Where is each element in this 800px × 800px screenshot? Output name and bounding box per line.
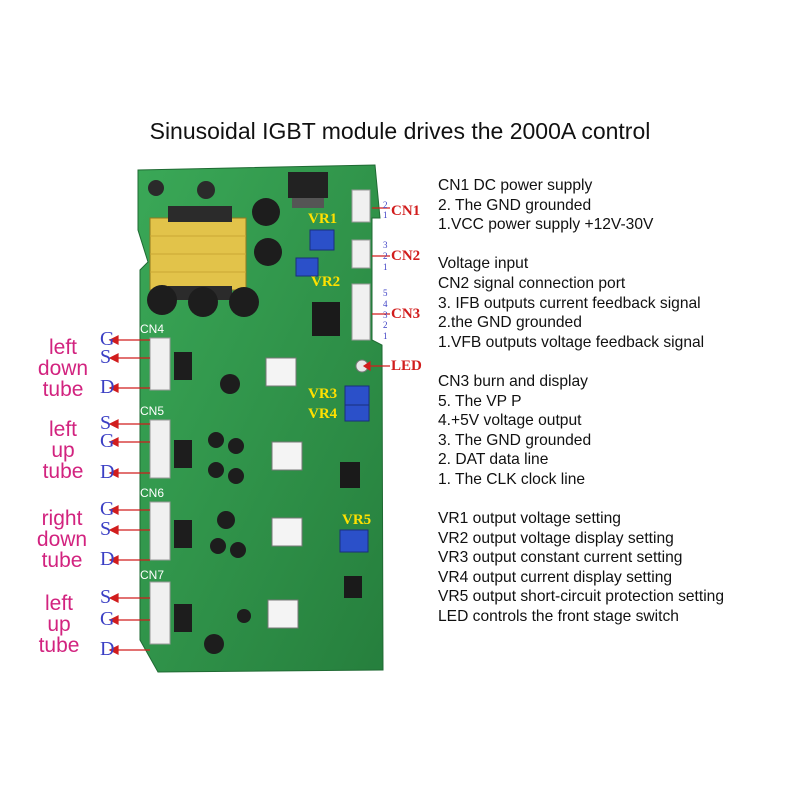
vr3-label: VR3 [308, 386, 338, 402]
pin-letter: D [100, 376, 115, 398]
vr1-label: VR1 [308, 211, 338, 227]
description-panel: CN1 DC power supply 2. The GND grounded … [438, 176, 724, 627]
cn1-connector [351, 189, 371, 223]
vr1-trimmer [309, 229, 335, 251]
description-line: 4.+5V voltage output [438, 412, 582, 430]
description-line: 1.VFB outputs voltage feedback signal [438, 333, 705, 351]
pin-letter: S [100, 412, 112, 434]
cn3-pin-4: 4 [383, 299, 388, 309]
description-line: VR2 output voltage display setting [438, 529, 674, 547]
description-line: 3. The GND grounded [438, 431, 592, 449]
description-line: 2. DAT data line [438, 451, 549, 469]
description-line: 2.the GND grounded [438, 314, 582, 332]
cn5-connector [149, 419, 171, 479]
description-line: CN1 DC power supply [438, 177, 593, 194]
cn2-description: Voltage input CN2 signal connection port… [438, 254, 724, 352]
led-label: LED [391, 358, 422, 374]
cn3-pin-1: 1 [383, 331, 388, 341]
cn7-connector [149, 581, 171, 645]
description-line: LED controls the front stage switch [438, 608, 679, 626]
vr-description: VR1 output voltage setting VR2 output vo… [438, 509, 724, 627]
cn1-pin-2: 2 [383, 200, 388, 210]
description-line: CN2 signal connection port [438, 274, 626, 292]
cn4-label: CN4 [140, 322, 165, 336]
vr5-trimmer [339, 529, 369, 553]
vr2-label: VR2 [311, 274, 341, 290]
cn5-label: CN5 [140, 404, 165, 418]
cn2-pin-3: 3 [383, 240, 388, 250]
cn1-label: CN1 [391, 203, 421, 219]
cn3-pin-5: 5 [383, 288, 388, 298]
cn1-description: CN1 DC power supply 2. The GND grounded … [438, 176, 724, 235]
optocoupler [265, 357, 297, 387]
pin-letter: G [100, 608, 115, 630]
pin-letter: S [100, 346, 112, 368]
cn3-label: CN3 [391, 306, 421, 322]
description-line: VR4 output current display setting [438, 568, 673, 586]
page-title: Sinusoidal IGBT module drives the 2000A … [149, 118, 651, 144]
pin-letter: G [100, 498, 115, 520]
pin-letter: S [100, 586, 112, 608]
cn4-connector [149, 337, 171, 391]
description-line: VR1 output voltage setting [438, 510, 621, 528]
vr5-label: VR5 [342, 512, 372, 528]
cn3-connector [351, 283, 371, 341]
description-line: 2. The GND grounded [438, 196, 592, 214]
cn3-description: CN3 burn and display 5. The VP P 4.+5V v… [438, 372, 724, 490]
pin-letter: D [100, 548, 115, 570]
description-line: 1.VCC power supply +12V-30V [438, 216, 654, 234]
pin-letter: D [100, 638, 115, 660]
description-line: 5. The VP P [438, 392, 522, 410]
pin-letter: S [100, 518, 112, 540]
description-line: Voltage input [438, 255, 529, 273]
cn6-label: CN6 [140, 486, 165, 500]
cn2-connector [351, 239, 371, 269]
vr2-trimmer [295, 257, 319, 277]
pin-arrows [108, 207, 390, 655]
cn2-label: CN2 [391, 248, 421, 264]
vr4-trimmer [344, 404, 370, 422]
cn6-connector [149, 501, 171, 561]
cn3-pin-2: 2 [383, 320, 388, 330]
description-line: CN3 burn and display [438, 372, 588, 390]
cn3-pin-3: 3 [383, 310, 388, 320]
description-line: 3. IFB outputs current feedback signal [438, 294, 701, 312]
vr4-label: VR4 [308, 406, 338, 422]
description-line: VR5 output short-circuit protection sett… [438, 588, 725, 606]
description-line: 1. The CLK clock line [438, 470, 586, 488]
cn1-pin-1: 1 [383, 210, 388, 220]
regulator-chip [288, 172, 328, 198]
pin-letter: G [100, 328, 115, 350]
cn7-label: CN7 [140, 568, 165, 582]
pin-letter: D [100, 461, 115, 483]
vr3-trimmer [344, 385, 370, 407]
ic-chip [312, 302, 340, 336]
cn2-pin-1: 1 [383, 262, 388, 272]
capacitor [252, 198, 280, 226]
cn2-pin-2: 2 [383, 251, 388, 261]
pin-letter: G [100, 430, 115, 452]
description-line: VR3 output constant current setting [438, 549, 683, 567]
